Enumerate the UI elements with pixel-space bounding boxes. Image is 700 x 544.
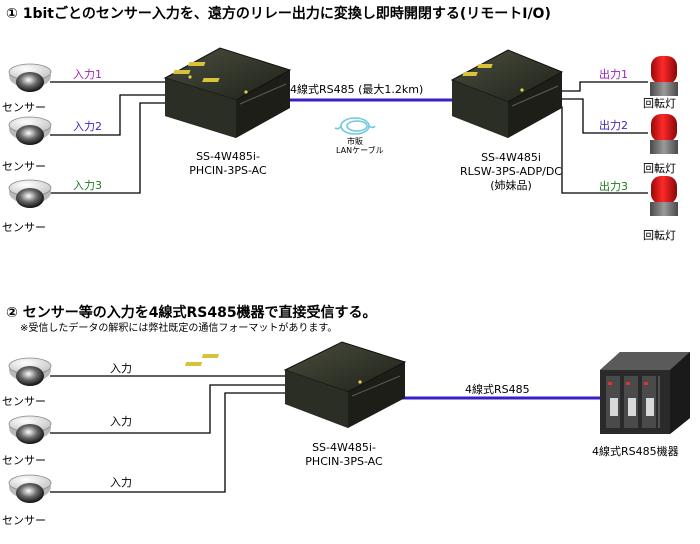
rotating-lamp-icon-1 — [650, 56, 678, 96]
lan-cable-label: 市販 LANケーブル — [336, 137, 384, 156]
rs485-link-label: 4線式RS485 (最大1.2km) — [290, 83, 424, 96]
wire-s2-input1 — [50, 369, 298, 377]
s2-input-label-3: 入力 — [110, 476, 132, 489]
section2-heading: ② センサー等の入力を4線式RS485機器で直接受信する。 — [6, 305, 377, 321]
input-label-2: 入力2 — [73, 120, 102, 133]
device-phcin-icon-2 — [184, 341, 407, 428]
s2-sensor-label-3: センサー — [2, 514, 46, 527]
right-device-label-line1: SS-4W485i — [481, 151, 541, 164]
output-label-2: 出力2 — [599, 119, 628, 132]
input-label-1: 入力1 — [73, 68, 102, 81]
lamp-label-2: 回転灯 — [643, 162, 676, 175]
left-device-label-line1: SS-4W485i- — [196, 150, 260, 163]
wire-input3 — [50, 102, 172, 194]
wire-s2-input3 — [50, 392, 300, 493]
sensor-label-3: センサー — [2, 221, 46, 234]
s2-rs485-link-label: 4線式RS485 — [465, 383, 530, 396]
device-rlsw-icon — [450, 49, 564, 138]
input-label-3: 入力3 — [73, 179, 102, 192]
lan-cable-label-line1: 市販 — [347, 137, 363, 146]
section2-note: ※受信したデータの解釈には弊社既定の通信フォーマットがあります。 — [20, 323, 338, 334]
wire-output1 — [560, 81, 648, 92]
right-device-label-line3: (姉妹品) — [490, 178, 532, 192]
left-device-label-line2: PHCIN-3PS-AC — [189, 163, 267, 177]
right-device-label: SS-4W485i RLSW-3PS-ADP/DC (姉妹品) — [456, 151, 566, 192]
rs485-device-label: 4線式RS485機器 — [592, 445, 679, 458]
sensor-icon-1 — [8, 63, 52, 92]
sensor-label-1: センサー — [2, 101, 46, 114]
wire-s2-input2 — [50, 384, 300, 434]
output-label-1: 出力1 — [599, 68, 628, 81]
device-phcin-icon — [163, 47, 292, 138]
sensor-icon-s2-2 — [8, 415, 52, 444]
lamp-label-1: 回転灯 — [643, 97, 676, 110]
s2-device-label-line1: SS-4W485i- — [312, 441, 376, 454]
sensor-icon-s2-3 — [8, 474, 52, 503]
sensor-icon-2 — [8, 116, 52, 145]
s2-device-label-line2: PHCIN-3PS-AC — [305, 454, 383, 468]
section2-wires — [50, 369, 300, 493]
sensor-icon-s2-1 — [8, 357, 52, 386]
rotating-lamp-icon-2 — [650, 114, 678, 154]
left-device-label: SS-4W485i- PHCIN-3PS-AC — [180, 150, 276, 178]
section1-heading: ① 1bitごとのセンサー入力を、遠方のリレー出力に変換し即時開閉する(リモート… — [6, 6, 551, 22]
s2-sensor-label-1: センサー — [2, 395, 46, 408]
lan-cable-label-line2: LANケーブル — [336, 146, 384, 156]
right-device-label-line2: RLSW-3PS-ADP/DC — [460, 164, 562, 178]
wire-output2 — [560, 98, 648, 134]
lan-cable-icon — [334, 117, 376, 135]
output-label-3: 出力3 — [599, 180, 628, 193]
wire-input2 — [50, 94, 172, 136]
s2-input-label-1: 入力 — [110, 362, 132, 375]
sensor-icon-3 — [8, 179, 52, 208]
rs485-plc-icon — [600, 352, 690, 434]
rotating-lamp-icon-3 — [650, 176, 678, 216]
s2-device-label: SS-4W485i- PHCIN-3PS-AC — [296, 441, 392, 469]
sensor-label-2: センサー — [2, 160, 46, 173]
s2-input-label-2: 入力 — [110, 415, 132, 428]
lamp-label-3: 回転灯 — [643, 229, 676, 242]
s2-sensor-label-2: センサー — [2, 454, 46, 467]
